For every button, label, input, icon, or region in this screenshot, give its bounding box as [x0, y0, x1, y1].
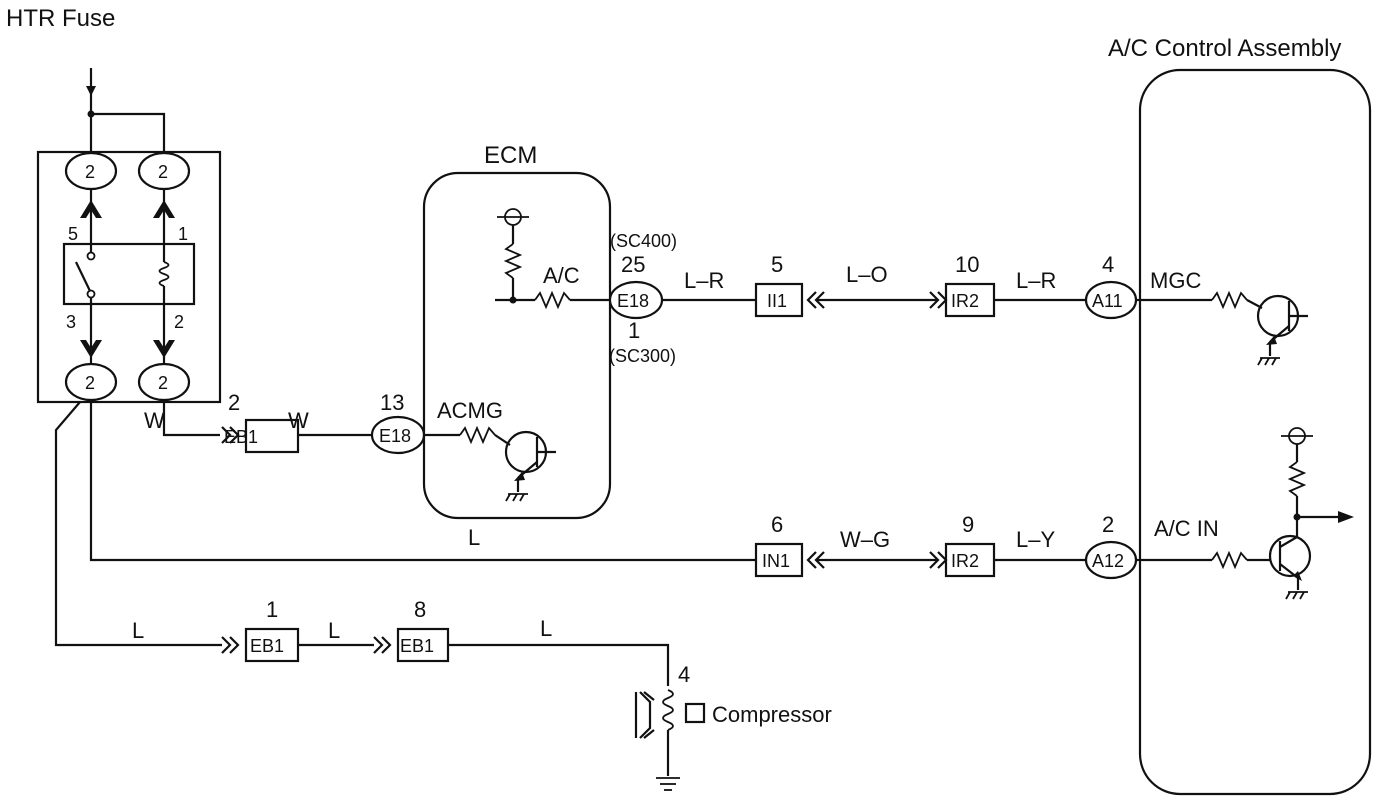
eb1-relay-label: EB1	[224, 427, 258, 447]
ecm-pin-1: 1	[628, 318, 640, 343]
ir2-top-pin: 10	[955, 252, 979, 277]
ir2-bottom-pin: 9	[962, 512, 974, 537]
ii1-pin: 5	[771, 252, 783, 277]
relay-term-5: 5	[68, 224, 78, 244]
wire-label-lr2: L–R	[1016, 268, 1056, 293]
a12-pin: 2	[1102, 512, 1114, 537]
wire-label-lr1: L–R	[684, 268, 724, 293]
wire-label-w2: W	[288, 408, 309, 433]
acmg-circuit: W 2 EB1 W 13 E18	[144, 390, 426, 455]
ir2-bottom-label: IR2	[951, 551, 979, 571]
wire-label-wg: W–G	[840, 527, 890, 552]
ac-control-mgc: MGC	[1150, 268, 1201, 293]
compressor-circuit: L 1 EB1 L 8 EB1 L 4 Compressor	[54, 401, 832, 791]
ecm-box: A/C ACMG (SC400) 25 E18 1 (SC300)	[422, 171, 677, 520]
eb1-a-label: EB1	[250, 636, 284, 656]
compressor-label: Compressor	[712, 702, 832, 727]
ecm-pin-13: 13	[380, 390, 404, 415]
ecm-title: ECM	[484, 142, 537, 169]
ecm-acmg-signal: ACMG	[437, 398, 503, 423]
e18-top-conn: E18	[617, 291, 649, 311]
ecm-ac-signal: A/C	[543, 263, 580, 288]
ac-in-circuit: L 6 IN1 W–G 9 IR2 L–Y 2 A12	[89, 400, 1140, 580]
e18-bottom-conn: E18	[379, 426, 411, 446]
a11-pin: 4	[1102, 252, 1114, 277]
mgc-circuit: L–R 5 II1 L–O 10 IR2 L–R 4 A11	[662, 252, 1140, 320]
relay-pin-top-right: 2	[158, 162, 168, 182]
eb1-b-label: EB1	[400, 636, 434, 656]
wire-label-l-a: L	[132, 618, 144, 643]
a12-label: A12	[1092, 551, 1124, 571]
relay-pin-top-left: 2	[85, 162, 95, 182]
ecm-sc400: (SC400)	[610, 231, 677, 251]
wire-label-l-ecm: L	[468, 525, 480, 550]
relay-term-3: 3	[66, 312, 76, 332]
relay-pin-bottom-left: 2	[85, 373, 95, 393]
relay-pin-bottom-right: 2	[158, 373, 168, 393]
htr-fuse-title: HTR Fuse	[6, 5, 115, 32]
in1-label: IN1	[762, 551, 790, 571]
ir2-top-label: IR2	[951, 291, 979, 311]
wire-label-l-b: L	[328, 618, 340, 643]
ac-control-title: A/C Control Assembly	[1108, 35, 1341, 62]
ac-control-assembly: MGC A/C IN	[1138, 68, 1372, 796]
ecm-sc300: (SC300)	[609, 346, 676, 366]
wire-label-w1: W	[144, 408, 165, 433]
relay-block: 2 2 5 1 3 2 2 2	[36, 68, 222, 404]
wire-label-ly: L–Y	[1016, 527, 1055, 552]
ac-control-ac-in: A/C IN	[1154, 516, 1219, 541]
wire-label-l-c: L	[540, 616, 552, 641]
eb1-relay-pin: 2	[228, 390, 240, 415]
eb1-a-pin: 1	[266, 597, 278, 622]
wire-label-lo: L–O	[846, 262, 888, 287]
eb1-b-pin: 8	[414, 597, 426, 622]
a11-label: A11	[1092, 291, 1123, 311]
relay-term-1: 1	[178, 224, 188, 244]
relay-term-2: 2	[174, 312, 184, 332]
ii1-label: II1	[767, 291, 787, 311]
compressor-pin: 4	[678, 662, 690, 687]
in1-pin: 6	[771, 512, 783, 537]
ecm-pin-25: 25	[621, 252, 645, 277]
